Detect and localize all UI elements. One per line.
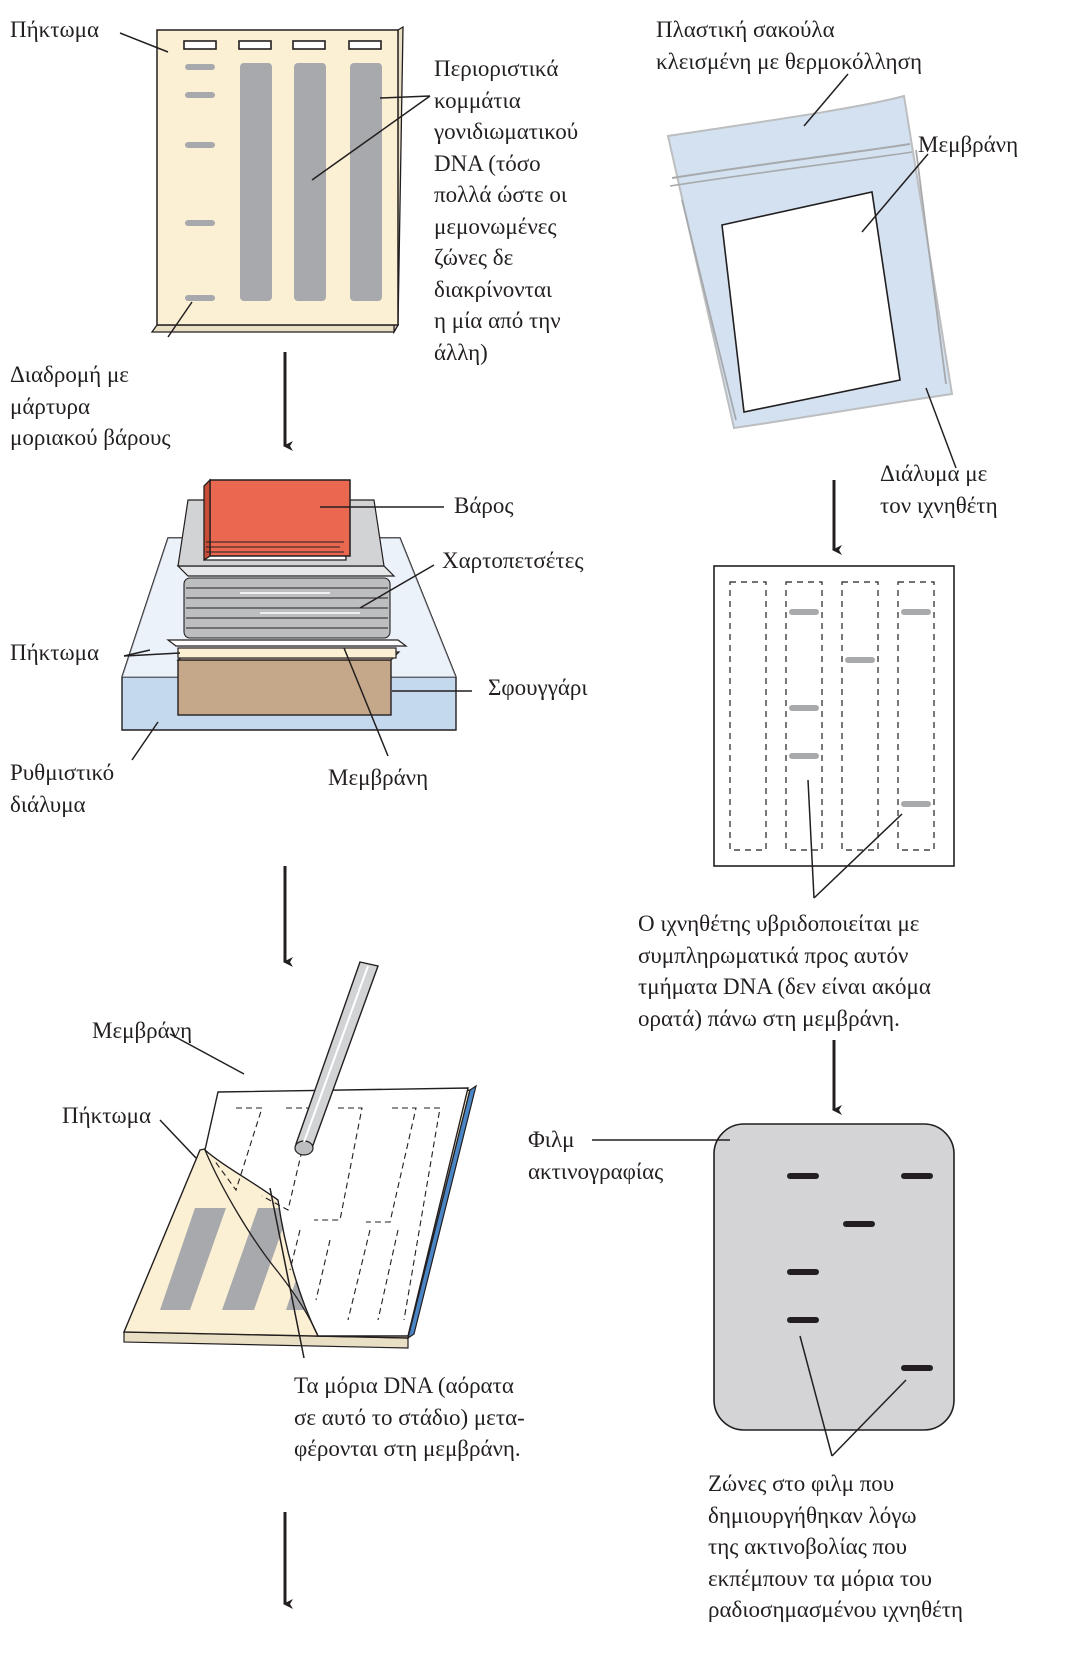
hybrid-caption-line: συμπληρωματικά προς αυτόν [638,942,909,968]
fragments-line: γονιδιωματικού [434,119,579,144]
fragments-line: διακρίνονται [434,276,553,302]
marker-lane-label: Διαδρομή με μάρτυρα μοριακού βάρους [10,359,171,454]
peel-membrane-label: Μεμβράνη [92,1018,193,1043]
bag-label-line: Πλαστική σακούλα [656,17,835,42]
bag-label-line: κλεισμένη με θερμοκόλληση [656,48,923,74]
panel3-leader-lines [159,1033,305,1359]
gel-in-stack [177,647,397,659]
paper-towels-label: Χαρτοπετσέτες [442,548,584,573]
forceps [294,961,379,1156]
probe-solution-line: Διάλυμα με [880,461,988,486]
transfer-caption-line: σε αυτό το στάδιο) μετα- [294,1404,525,1430]
gel-label: Πήκτωμα [10,17,99,42]
probe-solution-label: Διάλυμα με τον ιχνηθέτη [880,458,998,521]
fragments-line: η μία από την [434,308,561,333]
buffer-line: Ρυθμιστικό [10,760,115,785]
probe-solution-line: τον ιχνηθέτη [880,492,998,518]
dna-smear-lanes [240,63,382,301]
hybrid-caption-line: Ο ιχνηθέτης υβριδοποιείται με [638,911,920,936]
weight-label: Βάρος [454,493,514,518]
blot-membrane-label: Μεμβράνη [328,765,429,790]
fragments-line: κομμάτια [434,87,521,113]
panel2-leader-lines [123,506,472,761]
film-caption-line: της ακτινοβολίας που [708,1534,908,1559]
bag-membrane-label: Μεμβράνη [918,132,1019,157]
peel-gel-label: Πήκτωμα [62,1103,151,1128]
panel4-leader-lines [803,73,957,469]
film-caption: Ζώνες στο φιλμ που δημιουργήθηκαν λόγω τ… [708,1468,963,1626]
blot-gel-label: Πήκτωμα [10,640,99,665]
weight-book [203,478,351,562]
film-caption-line: εκπέμπουν τα μόρια του [708,1565,932,1591]
film-caption-line: δημιουργήθηκαν λόγω [708,1502,917,1528]
film-caption-line: ραδιοσημασμένου ιχνηθέτη [708,1597,964,1622]
buffer-line: διάλυμα [10,791,86,817]
panel1-leader-lines [119,32,431,338]
film-caption-line: Ζώνες στο φιλμ που [708,1471,895,1496]
hybrid-membrane [713,565,955,867]
fragments-label: Περιοριστικά κομμάτια γονιδιωματικού DNA… [434,53,578,368]
transfer-caption-line: Τα μόρια DNA (αόρατα [294,1373,514,1398]
fragments-line: άλλη) [434,339,488,365]
fragments-line: DNA (τόσο [434,150,541,176]
film-label: Φιλμ ακτινογραφίας [528,1124,663,1187]
hybrid-caption: Ο ιχνηθέτης υβριδοποιείται με συμπληρωμα… [638,908,931,1034]
hybrid-caption-line: τμήματα DNA (δεν είναι ακόμα [638,974,931,999]
buffer-label: Ρυθμιστικό διάλυμα [10,757,114,820]
bag-membrane [721,191,901,413]
xray-film [713,1123,955,1431]
panel6-leader-lines [592,1139,907,1457]
film-bands [787,1173,933,1371]
marker-lane-line: μοριακού βάρους [10,425,171,450]
film-label-line: Φιλμ [528,1127,575,1152]
film-label-line: ακτινογραφίας [528,1158,664,1184]
gel-wells [183,40,382,50]
fragments-line: ζώνες δε [434,245,514,270]
marker-lane-line: μάρτυρα [10,393,91,419]
fragments-line: Περιοριστικά [434,56,559,81]
fragments-line: μεμονωμένες [434,213,557,239]
marker-lane-line: Διαδρομή με [10,362,129,387]
peel-membrane [204,1084,477,1340]
membrane-in-stack [166,639,408,647]
sponge-label: Σφουγγάρι [488,675,588,700]
transfer-caption: Τα μόρια DNA (αόρατα σε αυτό το στάδιο) … [294,1370,525,1465]
panel5-leader-lines [807,779,903,899]
hybrid-caption-line: ορατά) πάνω στη μεμβράνη. [638,1005,900,1031]
hybrid-bands [789,609,931,807]
fragments-line: πολλά ώστε οι [434,182,568,207]
marker-lane-bands [185,64,215,301]
paper-towel-stack [183,577,391,639]
sponge [176,651,401,716]
bag-label: Πλαστική σακούλα κλεισμένη με θερμοκόλλη… [656,14,922,77]
transfer-caption-line: φέρονται στη μεμβράνη. [294,1436,521,1461]
